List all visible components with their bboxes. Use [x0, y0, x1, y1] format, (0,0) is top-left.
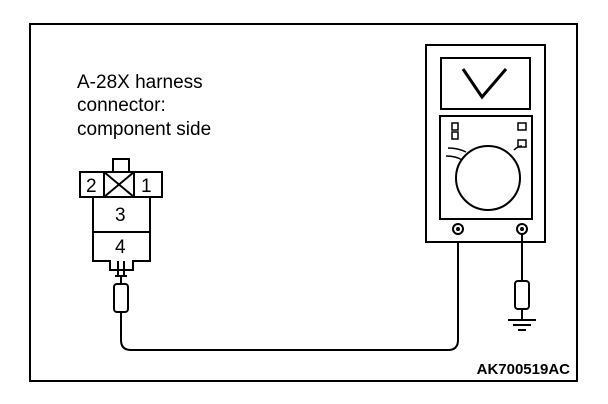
multimeter [425, 44, 546, 243]
switch-left-top [451, 122, 459, 131]
pin-3-label: 3 [115, 205, 126, 226]
ground-lead [514, 234, 530, 320]
harness-connector [79, 158, 163, 277]
connector-bottom-row [92, 231, 151, 271]
voltage-symbol-icon [461, 68, 508, 100]
test-probe-right [514, 280, 530, 310]
caption-line-1: A-28X harness [77, 72, 203, 93]
connector-lock-tab [112, 158, 130, 173]
connector-caption: A-28X harness connector: component side [77, 72, 211, 140]
switch-right-top [517, 122, 527, 131]
pin-1-label: 1 [141, 176, 152, 197]
diagram-frame [29, 23, 578, 382]
test-probe-left [113, 276, 129, 320]
multimeter-display [440, 57, 531, 110]
connector-middle-row [92, 196, 151, 233]
test-lead-wire [120, 232, 459, 351]
reference-code: AK700519AC [477, 361, 571, 378]
caption-line-3: component side [77, 119, 211, 140]
rotary-dial-icon [455, 145, 521, 211]
switch-right-bottom [517, 139, 527, 148]
pin-2-label: 2 [86, 176, 97, 197]
pin-4-label: 4 [115, 237, 126, 258]
caption-line-2: connector: [77, 95, 166, 116]
ground-icon [508, 319, 536, 331]
switch-left-bottom [451, 131, 459, 140]
